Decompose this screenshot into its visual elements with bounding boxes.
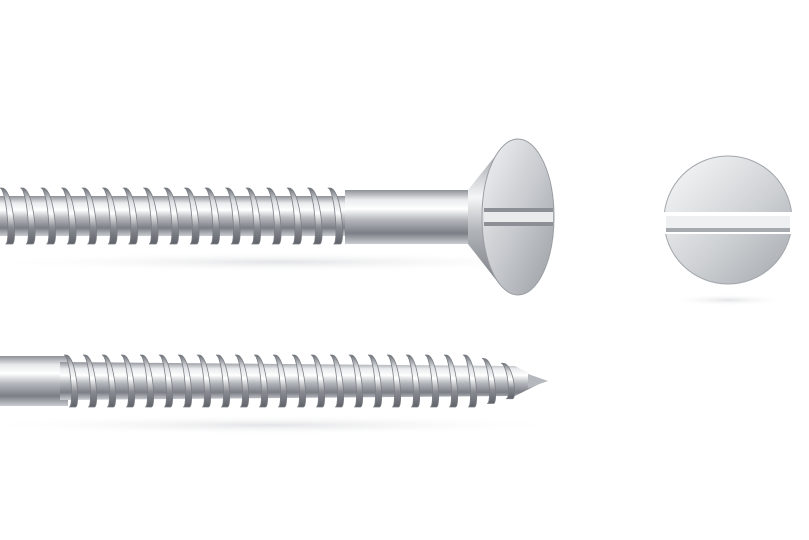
top-screw-shadow	[0, 252, 580, 272]
thread-crest	[462, 354, 478, 408]
thread-crest	[234, 354, 250, 408]
bottom-screw-tip	[528, 374, 548, 388]
thread-crest	[265, 187, 282, 245]
bottom-screw-threads	[63, 354, 516, 408]
thread-crest	[245, 187, 261, 245]
head-top-shadow	[668, 294, 788, 306]
thread-crest	[158, 354, 174, 408]
thread-crest	[329, 354, 345, 408]
thread-crest	[215, 354, 231, 408]
thread-crest	[0, 187, 15, 245]
top-screw-shank	[345, 190, 470, 244]
thread-crest	[81, 187, 97, 245]
thread-crest	[348, 354, 364, 408]
thread-crest	[253, 354, 269, 408]
thread-crest	[204, 187, 220, 245]
thread-crest	[291, 354, 307, 408]
thread-crest	[142, 187, 159, 245]
bottom-screw	[0, 354, 548, 408]
thread-crest	[101, 354, 117, 408]
thread-crest	[19, 187, 36, 245]
thread-crest	[327, 187, 343, 245]
top-screw-slot-floor	[484, 212, 553, 222]
thread-crest	[177, 354, 193, 408]
screw-head-top-view	[662, 155, 794, 285]
thread-crest	[272, 354, 288, 408]
thread-crest	[286, 187, 302, 245]
thread-crest	[163, 187, 179, 245]
thread-crest	[120, 354, 136, 408]
thread-crest	[310, 354, 326, 408]
head-slot-edge	[666, 228, 790, 232]
thread-crest	[224, 187, 241, 245]
thread-crest	[60, 187, 77, 245]
bottom-screw-shadow	[0, 415, 570, 435]
thread-crest	[386, 354, 402, 408]
head-slot	[666, 216, 790, 230]
thread-crest	[139, 354, 155, 408]
thread-crest	[367, 354, 383, 408]
thread-crest	[481, 358, 497, 404]
thread-crest	[82, 354, 98, 408]
thread-crest	[196, 354, 212, 408]
thread-crest	[306, 187, 323, 245]
thread-crest	[122, 187, 138, 245]
thread-crest	[443, 354, 459, 408]
thread-crest	[405, 354, 421, 408]
bottom-screw-shank	[0, 356, 68, 406]
thread-crest	[40, 187, 56, 245]
top-screw	[0, 138, 555, 296]
thread-crest	[500, 362, 516, 400]
thread-crest	[63, 354, 79, 408]
thread-crest	[183, 187, 200, 245]
thread-crest	[424, 354, 440, 408]
